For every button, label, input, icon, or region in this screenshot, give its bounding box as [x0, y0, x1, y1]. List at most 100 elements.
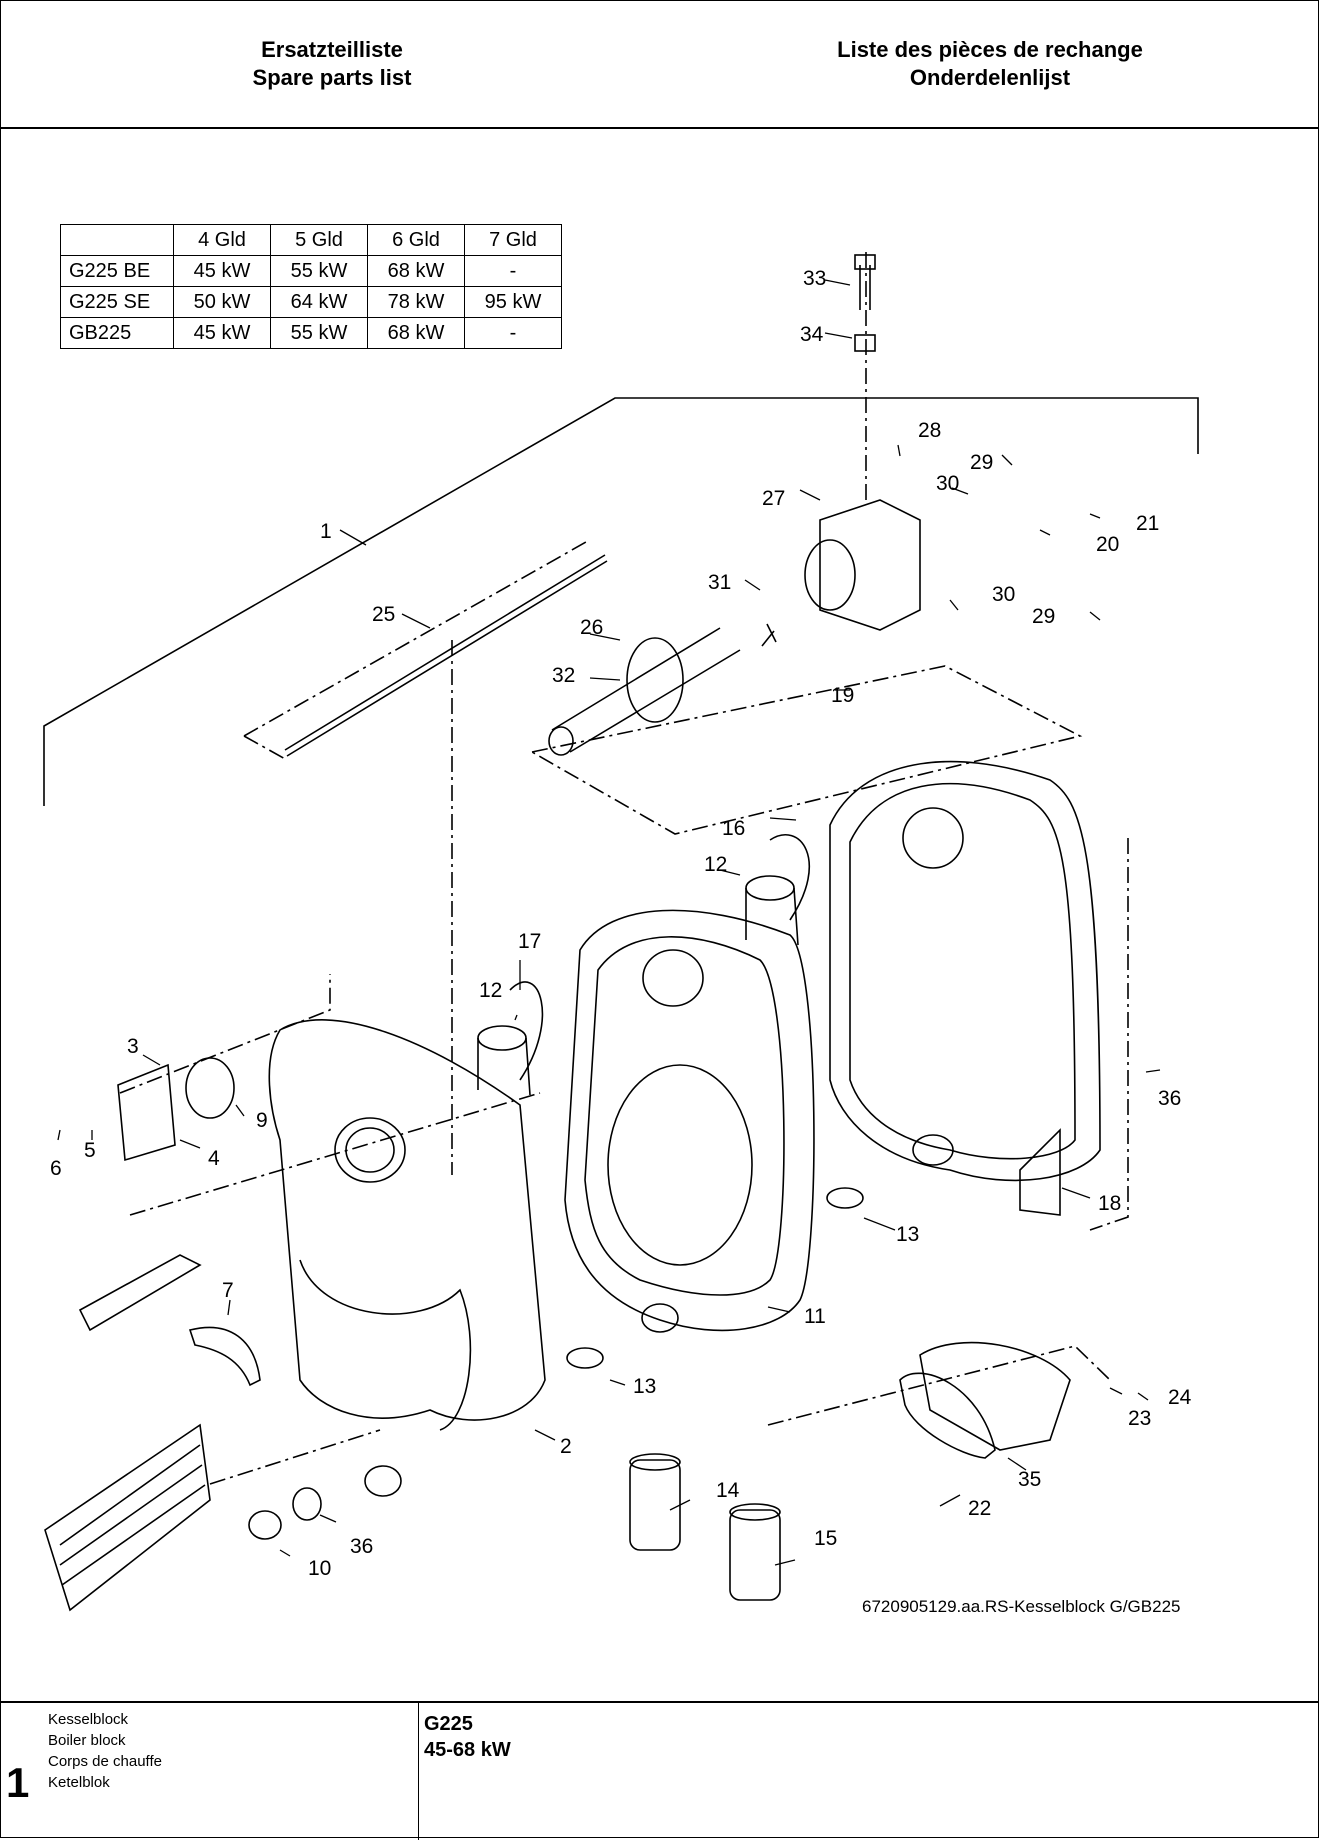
callout-number: 34: [800, 323, 824, 346]
footer: 1 Kesselblock Boiler block Corps de chau…: [0, 1701, 1319, 1840]
footer-line-nl: Ketelblok: [48, 1774, 110, 1791]
flange-gasket: [626, 637, 684, 723]
push-nipple: [477, 1025, 527, 1051]
callout-number: 9: [256, 1109, 268, 1132]
callout-number: 23: [1128, 1407, 1151, 1430]
callout-number: 28: [918, 419, 941, 442]
callout-number: 12: [479, 979, 502, 1002]
rear-group-outline: [531, 665, 1083, 835]
table-cell: GB225: [60, 317, 174, 349]
table-row: GB225 45 kW 55 kW 68 kW -: [60, 317, 562, 349]
cylinder-15: [729, 1509, 781, 1601]
callout-number: 29: [970, 451, 993, 474]
callout-number: 31: [708, 571, 731, 594]
callout-number: 25: [372, 603, 395, 626]
plug: [248, 1510, 282, 1540]
tie-rod: [284, 554, 608, 757]
callout-number: 32: [552, 664, 575, 687]
drawing-caption: 6720905129.aa.RS-Kesselblock G/GB225: [862, 1597, 1181, 1616]
table-cell: 55 kW: [270, 255, 368, 287]
power-range: 45-68 kW: [424, 1739, 511, 1761]
callout-number: 36: [350, 1535, 373, 1558]
tie-pipe: [551, 627, 741, 753]
callout-number: 16: [722, 817, 745, 840]
title-en: Spare parts list: [252, 65, 412, 90]
callout-number: 35: [1018, 1468, 1041, 1491]
table-cell: -: [464, 317, 562, 349]
callout-number: 24: [1168, 1386, 1192, 1409]
rod-axis: [243, 541, 587, 737]
callout-number: 26: [580, 616, 603, 639]
table-cell: 55 kW: [270, 317, 368, 349]
sealing-cord: [509, 981, 544, 1081]
title-nl: Onderdelenlijst: [909, 65, 1071, 90]
exploded-view-drawing: 1 2 3 4 5 6 7 9 10 11 12 12 13 13 14 15 …: [43, 252, 1199, 1612]
footer-line-fr: Corps de chauffe: [48, 1753, 162, 1770]
table-cell: 50 kW: [173, 286, 271, 318]
callout-number: 18: [1098, 1192, 1121, 1215]
o-ring: [292, 1487, 322, 1521]
title-fr: Liste des pièces de rechange: [837, 37, 1143, 62]
table-cell: 68 kW: [367, 317, 465, 349]
table-row: G225 BE 45 kW 55 kW 68 kW -: [60, 255, 562, 287]
footer-divider: [418, 1703, 419, 1840]
callout-number: 5: [84, 1139, 96, 1162]
table-cell: G225 SE: [60, 286, 174, 318]
flange-head: [819, 499, 921, 631]
table-row: G225 SE 50 kW 64 kW 78 kW 95 kW: [60, 286, 562, 318]
callout-number: 11: [804, 1305, 826, 1328]
header: Ersatzteilliste Spare parts list Liste d…: [0, 0, 1319, 129]
callout-number: 10: [308, 1557, 331, 1580]
front-section: [268, 1019, 546, 1421]
title-de: Ersatzteilliste: [261, 37, 403, 62]
model-name: G225: [424, 1713, 473, 1735]
callout-number: 14: [716, 1479, 740, 1502]
baffle-stack: [44, 1423, 211, 1612]
cover-gasket: [899, 1372, 996, 1459]
table-cell: 78 kW: [367, 286, 465, 318]
cover-plate: [117, 1063, 176, 1162]
table-cell: -: [464, 255, 562, 287]
footer-model: G225 45-68 kW: [424, 1711, 511, 1763]
header-right: Liste des pièces de rechange Onderdelenl…: [660, 36, 1319, 92]
sleeve: [826, 1187, 864, 1209]
callout-number: 13: [896, 1223, 919, 1246]
rear-section: [829, 760, 1101, 1182]
callout-number: 17: [518, 930, 541, 953]
footer-line-de: Kesselblock: [48, 1711, 129, 1728]
sealing-cord: [769, 834, 810, 921]
cylinder-14: [629, 1459, 681, 1551]
table-cell: 95 kW: [464, 286, 562, 318]
reducer: [854, 334, 876, 352]
middle-section: [564, 909, 815, 1332]
callout-number: 30: [992, 583, 1015, 606]
header-left: Ersatzteilliste Spare parts list: [0, 36, 664, 92]
footer-line-en: Boiler block: [48, 1732, 126, 1749]
front-section-port: [334, 1117, 406, 1183]
callout-number: 36: [1158, 1087, 1181, 1110]
callout-number: 3: [127, 1035, 139, 1058]
table-cell: 68 kW: [367, 255, 465, 287]
table-header-cell: 6 Gld: [367, 224, 465, 256]
callout-number: 1: [320, 520, 332, 543]
push-nipple: [745, 875, 795, 901]
callout-number: 6: [50, 1157, 62, 1180]
callout-number: 33: [803, 267, 826, 290]
callout-number: 13: [633, 1375, 656, 1398]
page-number: 1: [6, 1759, 30, 1806]
callout-number: 22: [968, 1497, 991, 1520]
callout-number: 30: [936, 472, 959, 495]
output-spec-table: 4 Gld 5 Gld 6 Gld 7 Gld G225 BE 45 kW 55…: [60, 224, 562, 349]
cleaning-cover: [919, 1341, 1071, 1451]
table-cell: 45 kW: [173, 255, 271, 287]
callout-number: 12: [704, 853, 727, 876]
callout-number: 21: [1136, 512, 1159, 535]
sleeve: [566, 1347, 604, 1369]
callout-number: 7: [222, 1279, 234, 1302]
gasket: [185, 1057, 235, 1119]
callout-number: 29: [1032, 605, 1055, 628]
callout-number: 27: [762, 487, 785, 510]
callout-number: 19: [831, 684, 854, 707]
assembly-bracket: [43, 397, 1199, 806]
baffle: [78, 1254, 202, 1332]
